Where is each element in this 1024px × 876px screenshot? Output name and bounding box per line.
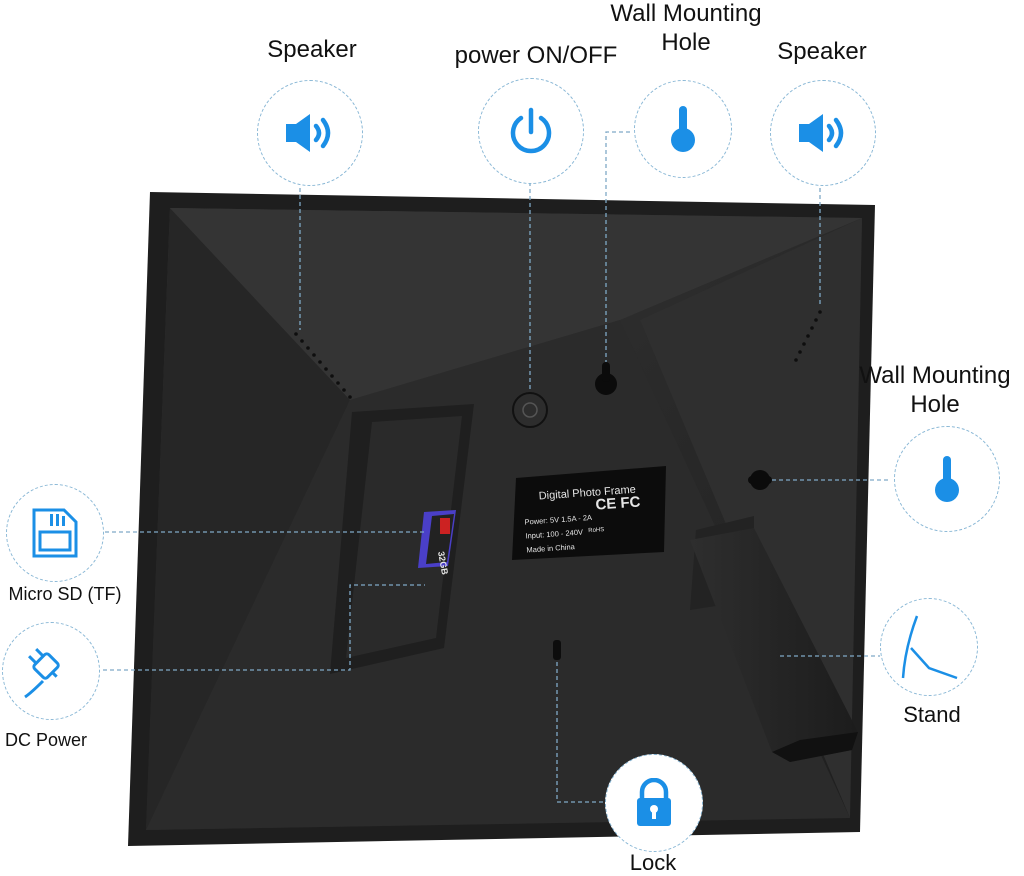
lock-icon (637, 778, 671, 826)
wall-mount-icon (671, 106, 695, 152)
speaker-right-callout (770, 80, 876, 186)
speaker-grille-left (294, 332, 352, 399)
wall-mount-right-line1: Wall Mounting (859, 362, 1011, 389)
dc-plug-icon (24, 648, 60, 699)
stand-icon (901, 615, 958, 680)
rohs-mark: RoHS (588, 527, 604, 534)
stand-label: Stand (903, 702, 961, 727)
sticker-made: Made in China (526, 542, 576, 554)
speaker-left-callout (257, 80, 363, 186)
power-label: power ON/OFF (454, 42, 618, 69)
wall-mount-right-label: Wall Mounting Hole (846, 362, 1024, 420)
ce-fc-mark: CE FC (595, 493, 641, 513)
wall-mount-top-label: Wall Mounting Hole (594, 0, 778, 58)
sd-card-icon (32, 508, 78, 558)
lock-callout (605, 754, 703, 852)
wall-mount-right-callout (894, 426, 1000, 532)
wall-mount-top-callout (634, 80, 732, 178)
power-icon (510, 107, 552, 154)
speaker-grille-right (794, 310, 822, 362)
micro-sd-callout (6, 484, 104, 582)
sd-card (418, 510, 456, 568)
stand (690, 516, 858, 762)
dc-power-label: DC Power (4, 730, 88, 750)
micro-sd-label: Micro SD (TF) (8, 584, 122, 604)
label-sticker (512, 466, 666, 560)
power-callout (478, 78, 584, 184)
wall-mount-icon (935, 456, 959, 502)
sd-card-capacity: 32GB (436, 551, 450, 576)
lock-label: Lock (629, 850, 677, 875)
wall-mount-top-line2: Hole (661, 28, 711, 56)
dc-power-callout (2, 622, 100, 720)
speaker-icon (799, 114, 844, 152)
sticker-input: Input: 100 - 240V (525, 528, 583, 541)
stand-callout (880, 598, 978, 696)
wall-mount-top-line1: Wall Mounting (610, 0, 762, 27)
wall-mount-right-line2: Hole (910, 390, 960, 418)
speaker-right-label: Speaker (777, 38, 867, 65)
sticker-power: Power: 5V 1.5A - 2A (524, 513, 592, 527)
speaker-left-label: Speaker (267, 36, 357, 63)
speaker-icon (286, 114, 331, 152)
